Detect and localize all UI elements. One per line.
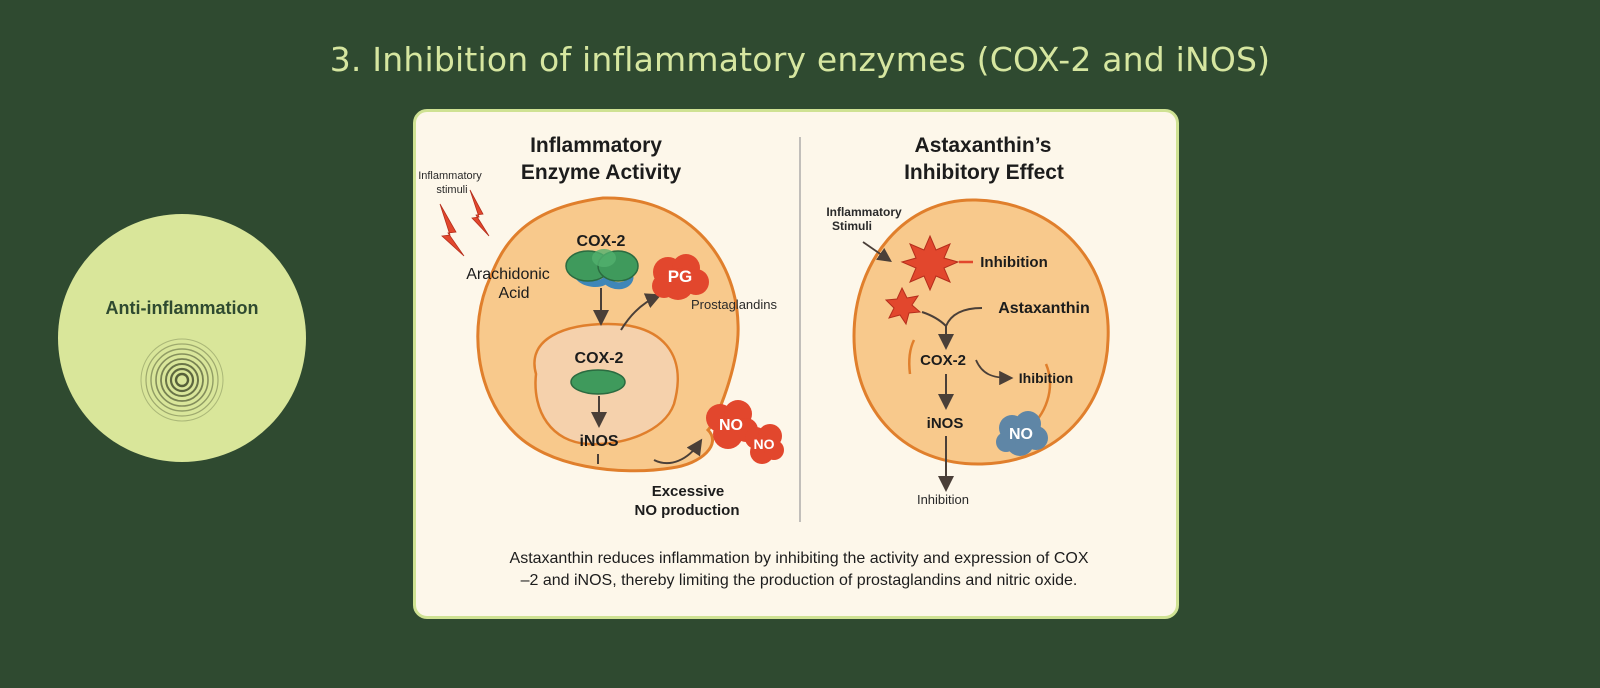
right-inos-label: iNOS [927, 415, 964, 432]
inhibition-top-label: Inhibition [980, 254, 1047, 271]
diagram-card: Inflammatory Enzyme Activity Inflammator… [413, 109, 1179, 619]
prostaglandins-label: Prostaglandins [691, 297, 777, 312]
arrow-to-no [653, 438, 703, 465]
left-heading-line1: Inflammatory [530, 134, 662, 157]
arachidonic-line2: Acid [498, 285, 529, 302]
left-cox2-inner-label: COX-2 [575, 350, 624, 367]
arachidonic-line1: Arachidonic [466, 266, 550, 283]
inflammation-burst-icon [900, 234, 960, 292]
right-no-label: NO [1009, 426, 1033, 443]
right-stimuli-line1: Inflammatory [826, 205, 902, 219]
caption-line2: –2 and iNOS, thereby limiting the produc… [520, 572, 1078, 589]
excessive-line1: Excessive [652, 483, 725, 500]
diagram-canvas: Inflammatory Enzyme Activity Inflammator… [418, 134, 1110, 522]
concentric-rings-icon [140, 338, 224, 422]
lightning-icon [439, 189, 490, 257]
arrow-stimuli [862, 241, 892, 263]
astaxanthin-branch-line [945, 307, 983, 327]
pg-label: PG [668, 267, 693, 286]
right-stimuli-line2: Stimuli [832, 219, 872, 233]
right-cell [852, 198, 1110, 466]
astaxanthin-label: Astaxanthin [998, 300, 1090, 317]
left-stimuli-line1: Inflammatory [418, 170, 482, 182]
anti-inflammation-badge: Anti-inflammation [58, 214, 306, 462]
no-label-1: NO [719, 417, 743, 434]
left-cox2-top-label: COX-2 [577, 233, 626, 250]
no-blue-blob [996, 411, 1048, 456]
cox2-inner-enzyme-icon [570, 369, 626, 395]
excessive-line2: NO production [635, 502, 740, 519]
diagram-caption: Astaxanthin reduces inflammation by inhi… [446, 548, 1152, 592]
right-heading-line2: Inhibitory Effect [904, 161, 1064, 184]
arrow-to-ihibition [975, 359, 1014, 386]
right-cox2-label: COX-2 [920, 352, 966, 369]
arrow-to-cox2 [921, 311, 954, 350]
inhibition-bottom-label: Inhibition [917, 492, 969, 507]
left-inos-label: iNOS [579, 433, 618, 450]
small-burst-icon [884, 286, 922, 326]
ihibition-label: Ihibition [1019, 370, 1073, 386]
right-heading-line1: Astaxanthin’s [915, 134, 1052, 157]
slide-title: 3. Inhibition of inflammatory enzymes (C… [329, 40, 1271, 79]
pg-blob [652, 254, 709, 300]
arrow-to-pg [620, 293, 662, 331]
caption-line1: Astaxanthin reduces inflammation by inhi… [509, 550, 1089, 567]
right-nucleus-arc-left [907, 339, 916, 375]
badge-label: Anti-inflammation [105, 298, 259, 318]
no-label-2: NO [754, 436, 775, 452]
left-stimuli-line2: stimuli [436, 184, 467, 196]
cox2-enzyme-icon [565, 249, 639, 290]
left-heading-line2: Enzyme Activity [521, 161, 682, 184]
no-blob-2 [745, 424, 784, 464]
